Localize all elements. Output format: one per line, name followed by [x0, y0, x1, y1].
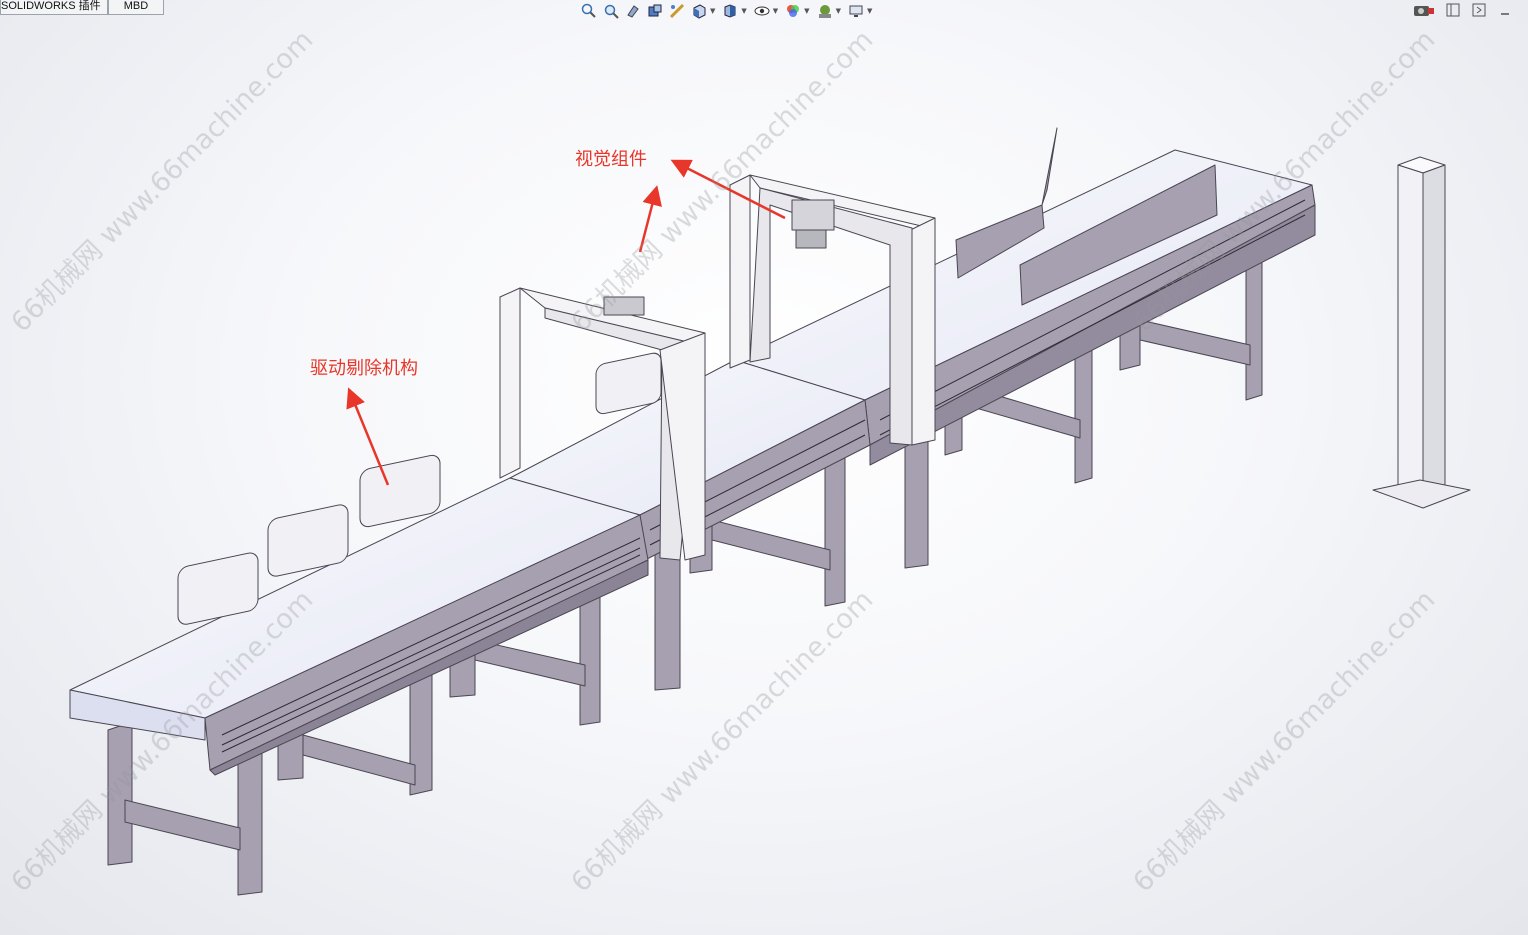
- restore-window-icon[interactable]: [1445, 2, 1461, 18]
- vision-frame-2: [729, 174, 936, 446]
- callout-reject-mechanism: 驱动剔除机构: [310, 358, 418, 379]
- chevron-down-icon[interactable]: ▼: [710, 7, 716, 15]
- zoom-to-area-icon[interactable]: [602, 2, 620, 20]
- chevron-down-icon[interactable]: ▼: [835, 7, 841, 15]
- standalone-pillar: [1372, 156, 1471, 509]
- conveyor-section-1: [69, 477, 649, 776]
- camera-icon[interactable]: [1413, 2, 1435, 18]
- tab-solidworks-addins[interactable]: SOLIDWORKS 插件: [0, 0, 108, 15]
- chevron-down-icon[interactable]: ▼: [804, 7, 810, 15]
- apply-scene-icon[interactable]: [816, 2, 834, 20]
- chevron-down-icon[interactable]: ▼: [866, 7, 873, 15]
- heads-up-view-toolbar: ▼ ▼ ▼ ▼ ▼ ▼: [578, 0, 876, 22]
- minimize-icon[interactable]: [1497, 2, 1513, 18]
- view-orientation-icon[interactable]: [690, 2, 708, 20]
- reject-actuators: [177, 352, 662, 625]
- view-settings-icon[interactable]: [847, 2, 865, 20]
- conveyor-assembly[interactable]: [69, 127, 1471, 896]
- tab-mbd[interactable]: MBD: [108, 0, 164, 15]
- chevron-down-icon[interactable]: ▼: [741, 7, 747, 15]
- tile-window-icon[interactable]: [1471, 2, 1487, 18]
- callout-vision-assembly: 视觉组件: [575, 149, 647, 170]
- hide-show-items-icon[interactable]: [753, 2, 771, 20]
- callout-arrows: [346, 159, 786, 486]
- zoom-to-fit-icon[interactable]: [580, 2, 598, 20]
- chevron-down-icon[interactable]: ▼: [772, 7, 779, 15]
- vision-frame-1: [499, 287, 706, 561]
- window-controls: [1408, 2, 1518, 18]
- edit-appearance-icon[interactable]: [784, 2, 802, 20]
- section-view-icon[interactable]: [646, 2, 664, 20]
- guide-rails: [955, 127, 1218, 306]
- dynamic-annotation-icon[interactable]: [668, 2, 686, 20]
- display-style-icon[interactable]: [721, 2, 739, 20]
- command-manager-tabs: SOLIDWORKS 插件 MBD: [0, 0, 164, 15]
- previous-view-icon[interactable]: [624, 2, 642, 20]
